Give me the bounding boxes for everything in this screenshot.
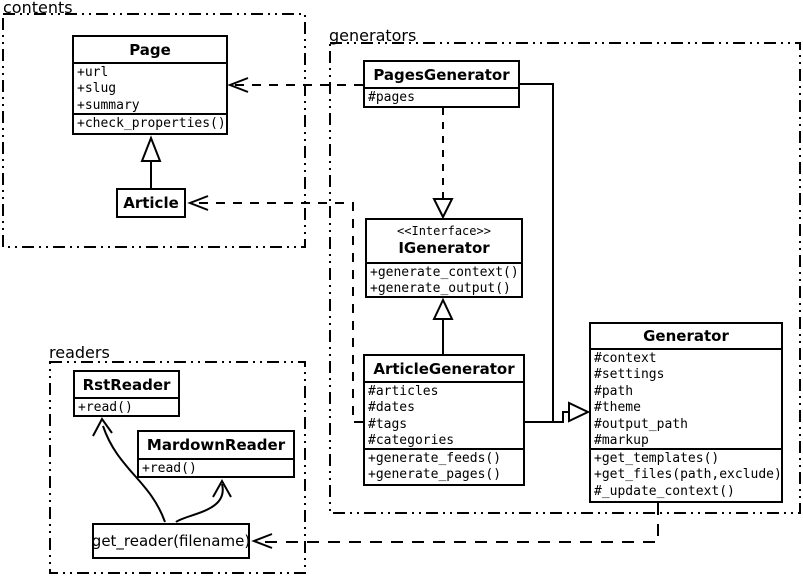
realization-triangle-igenerator	[432, 198, 454, 220]
generator-attribute-settings: #settings	[594, 367, 665, 383]
class-igenerator: <<Interface>> IGenerator +generate_conte…	[365, 218, 523, 298]
generator-attribute-theme: #theme	[594, 400, 641, 416]
class-generator: Generator #context #settings #path #them…	[589, 322, 783, 503]
generators-package-border	[329, 42, 801, 514]
class-pagesgenerator: PagesGenerator #pages	[363, 60, 520, 108]
edge-getreader-to-markdownreader	[175, 483, 224, 523]
articlegenerator-attribute-tags: #tags	[368, 416, 408, 432]
generator-attribute-markup: #markup	[594, 432, 649, 448]
get-reader-node: get_reader(filename)	[92, 523, 250, 559]
page-attribute-url: +url	[77, 65, 109, 80]
class-page-name: Page	[74, 37, 226, 64]
rstreader-method-read: +read()	[78, 400, 133, 415]
edge-getreader-to-rstreader	[102, 425, 166, 523]
igenerator-method-generate-output: +generate_output()	[370, 281, 511, 297]
page-attribute-summary: +summary	[77, 97, 140, 113]
generator-method-get-files: +get_files(path,exclude)	[594, 467, 782, 483]
contents-package-label: contents	[3, 0, 73, 17]
class-article: Article	[116, 188, 186, 218]
page-attribute-slug: +slug	[77, 81, 117, 97]
readers-package-label: readers	[49, 343, 110, 362]
inheritance-triangle-generator	[568, 401, 591, 423]
edge-pagesgenerator-to-generator	[520, 83, 554, 422]
readers-package-border	[49, 361, 306, 574]
class-articlegenerator-name: ArticleGenerator	[365, 356, 523, 383]
open-arrowhead-markdownreader	[212, 478, 232, 498]
inheritance-triangle-page	[140, 135, 162, 162]
generator-attribute-path: #path	[594, 383, 634, 399]
articlegenerator-method-generate-pages: +generate_pages()	[368, 467, 502, 483]
class-pagesgenerator-name: PagesGenerator	[365, 62, 518, 89]
class-markdownreader: MardownReader +read()	[137, 430, 295, 478]
contents-package-border	[2, 13, 306, 248]
articlegenerator-method-generate-feeds: +generate_feeds()	[368, 451, 502, 466]
articlegenerator-attribute-categories: #categories	[368, 433, 455, 449]
class-rstreader-name: RstReader	[75, 372, 178, 399]
generator-attribute-context: #context	[594, 351, 657, 366]
open-arrowhead-rstreader	[92, 417, 113, 437]
igenerator-stereotype: <<Interface>>	[397, 224, 491, 238]
class-generator-name: Generator	[591, 324, 781, 350]
page-method-check-properties: +check_properties()	[77, 116, 226, 131]
generators-package-label: generators	[329, 26, 417, 45]
open-arrowhead-article	[187, 195, 209, 211]
open-arrowhead-getreader	[251, 533, 273, 549]
generator-method-get-templates: +get_templates()	[594, 451, 720, 466]
markdownreader-method-read: +read()	[142, 461, 197, 476]
generator-attribute-output-path: #output_path	[594, 416, 688, 432]
edge-articlegenerator-to-article	[192, 202, 363, 423]
inheritance-triangle-igenerator	[432, 297, 454, 320]
articlegenerator-attribute-dates: #dates	[368, 400, 415, 416]
class-page: Page +url +slug +summary +check_properti…	[72, 35, 228, 135]
edge-generator-to-getreader	[256, 503, 659, 543]
pagesgenerator-attribute-pages: #pages	[368, 90, 415, 105]
get-reader-label: get_reader(filename)	[91, 532, 251, 550]
open-arrowhead-page	[227, 77, 249, 93]
class-articlegenerator: ArticleGenerator #articles #dates #tags …	[363, 354, 525, 486]
class-markdownreader-name: MardownReader	[139, 432, 293, 460]
articlegenerator-attribute-articles: #articles	[368, 384, 439, 399]
edge-articlegenerator-to-generator	[525, 411, 569, 423]
generator-method-update-context: #_update_context()	[594, 483, 735, 499]
igenerator-method-generate-context: +generate_context()	[370, 265, 519, 280]
class-rstreader: RstReader +read()	[73, 370, 180, 417]
class-article-name: Article	[123, 194, 179, 212]
class-igenerator-name: IGenerator	[398, 239, 490, 257]
